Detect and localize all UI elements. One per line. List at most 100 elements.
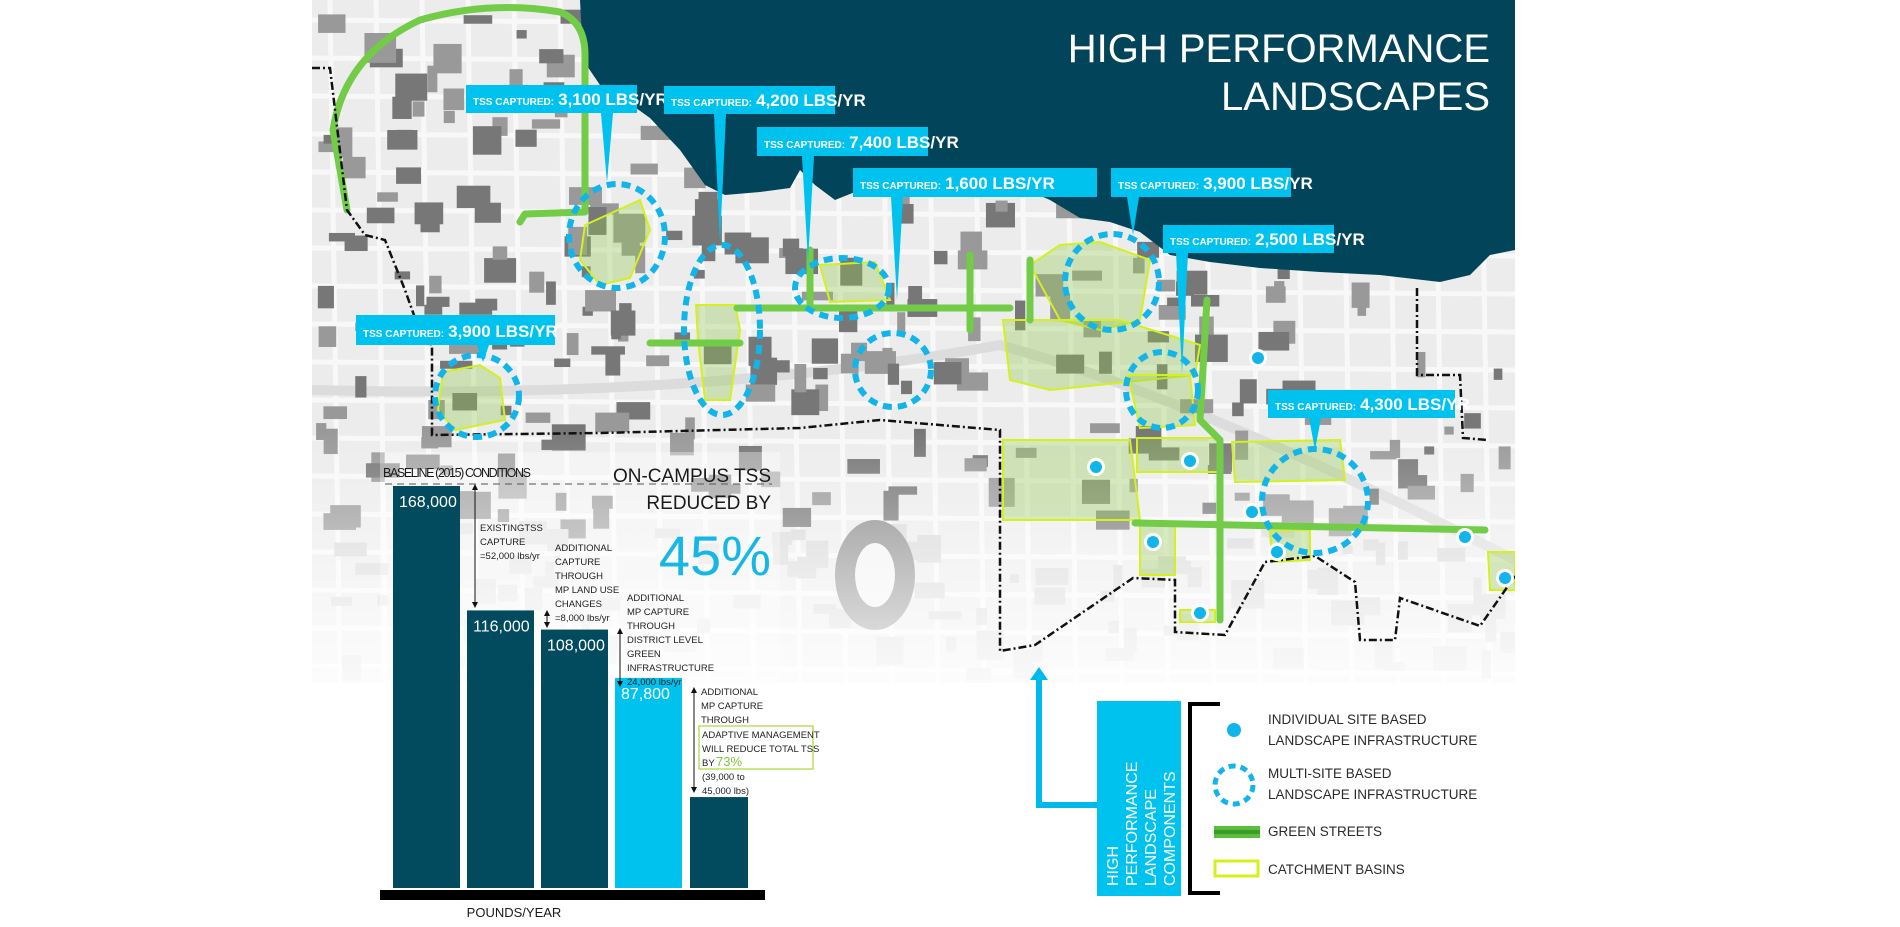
building <box>595 412 630 433</box>
building <box>484 258 517 283</box>
annotation-text: GREEN <box>627 649 661 660</box>
individual-site-dot <box>1246 506 1258 518</box>
annotation-text: DISTRICT LEVEL <box>627 635 703 646</box>
callout-pointer <box>477 345 489 362</box>
building <box>394 271 411 280</box>
building <box>1265 286 1286 303</box>
bar <box>690 797 748 888</box>
tss-callout: TSS CAPTURED:4,300 LBS/YR <box>1268 390 1470 450</box>
building <box>554 358 571 368</box>
building <box>318 14 346 33</box>
multi-site-circle <box>566 181 668 291</box>
building <box>934 250 948 265</box>
building <box>539 49 564 64</box>
building <box>674 332 691 342</box>
bar <box>615 677 682 888</box>
building <box>323 134 333 144</box>
street <box>312 359 1515 373</box>
building <box>960 231 982 261</box>
building <box>1156 364 1168 390</box>
building <box>1239 379 1257 404</box>
legend-heading-line-3: LANDSCAPE <box>1143 789 1160 886</box>
callout-text: TSS CAPTURED:4,300 LBS/YR <box>1275 395 1470 414</box>
arrow-head-icon <box>1030 667 1048 680</box>
building <box>646 355 670 367</box>
callout-label: TSS CAPTURED: <box>860 181 941 192</box>
adaptive-management-box <box>698 725 814 770</box>
building <box>635 245 646 274</box>
building <box>610 310 636 336</box>
x-axis-bar <box>380 890 765 900</box>
tss-callout: TSS CAPTURED:3,900 LBS/YR <box>356 315 558 362</box>
annotation-text: THROUGH <box>627 621 675 632</box>
building <box>566 333 579 356</box>
legend-heading-line-4: COMPONENTS <box>1162 771 1179 886</box>
callout-text: TSS CAPTURED:3,900 LBS/YR <box>363 322 558 341</box>
building <box>1099 351 1112 374</box>
callout-text: TSS CAPTURED:4,200 LBS/YR <box>671 91 866 110</box>
building <box>546 281 556 305</box>
annotation-text: INFRASTRUCTURE <box>627 663 714 674</box>
building <box>1035 274 1064 297</box>
building <box>1157 279 1176 292</box>
headline: ON-CAMPUS TSS REDUCED BY 45% <box>613 466 771 587</box>
building <box>901 380 913 395</box>
individual-site-dot <box>1252 352 1264 364</box>
callout-value: 1,600 LBS/YR <box>945 174 1055 193</box>
tss-callout: TSS CAPTURED:4,200 LBS/YR <box>664 86 866 243</box>
annotation-text: ADDITIONAL <box>701 687 758 698</box>
solid-dot-icon <box>1227 723 1241 737</box>
callout-text: TSS CAPTURED:3,900 LBS/YR <box>1118 174 1313 193</box>
catchment-basin-icon <box>1213 859 1260 878</box>
title-line-1: HIGH PERFORMANCE <box>1068 27 1490 71</box>
building <box>426 296 450 307</box>
callout-text: TSS CAPTURED: 1,600 LBS/YR <box>860 174 1055 193</box>
callout-pointer <box>802 156 814 262</box>
building <box>585 290 616 312</box>
building <box>412 101 425 117</box>
arrow-down-icon <box>544 622 550 628</box>
annotation-text: CAPTURE <box>555 557 600 568</box>
building <box>500 405 512 416</box>
arrow-down-icon <box>472 602 478 608</box>
building <box>474 202 501 223</box>
building <box>745 384 776 402</box>
annotation-text: THROUGH <box>555 571 603 582</box>
building <box>1464 413 1481 429</box>
arrow-up-icon <box>617 628 623 634</box>
individual-site-dot <box>1499 572 1511 584</box>
building <box>630 163 658 175</box>
callout-box <box>1111 168 1291 197</box>
building <box>317 285 334 309</box>
legend-item-2-line-1: MULTI-SITE BASED <box>1268 766 1392 781</box>
building <box>318 326 337 347</box>
building <box>392 96 412 119</box>
annotation-text: =8,000 lbs/yr <box>555 613 610 624</box>
callout-pointer <box>1309 418 1321 450</box>
green-streets <box>329 4 1489 624</box>
building <box>694 199 720 220</box>
building <box>443 88 465 111</box>
building <box>355 376 367 398</box>
headline-line-2: REDUCED BY <box>646 493 771 514</box>
building <box>887 363 900 385</box>
callout-box <box>1163 225 1334 253</box>
callout-pointer <box>1176 253 1188 373</box>
annotation-text: CAPTURE <box>480 537 525 548</box>
building <box>692 215 722 246</box>
multi-site-circle <box>432 352 522 440</box>
boxed-text: ADAPTIVE MANAGEMENT <box>702 730 820 741</box>
bar-value-label: 116,000 <box>473 618 530 635</box>
annotation-text: (39,000 to <box>702 772 745 783</box>
building <box>882 347 893 359</box>
arrow-down-icon <box>617 681 623 687</box>
callout-label: TSS CAPTURED: <box>1275 402 1356 413</box>
individual-site-markers <box>1087 349 1514 622</box>
building <box>531 119 561 129</box>
callout-text: TSS CAPTURED:7,400 LBS/YR <box>764 133 959 152</box>
callout-value: 3,900 LBS/YR <box>448 322 558 341</box>
campus-map <box>312 0 1515 683</box>
callout-value: 3,100 LBS/YR <box>558 90 668 109</box>
legend-item-1-line-1: INDIVIDUAL SITE BASED <box>1268 712 1427 727</box>
